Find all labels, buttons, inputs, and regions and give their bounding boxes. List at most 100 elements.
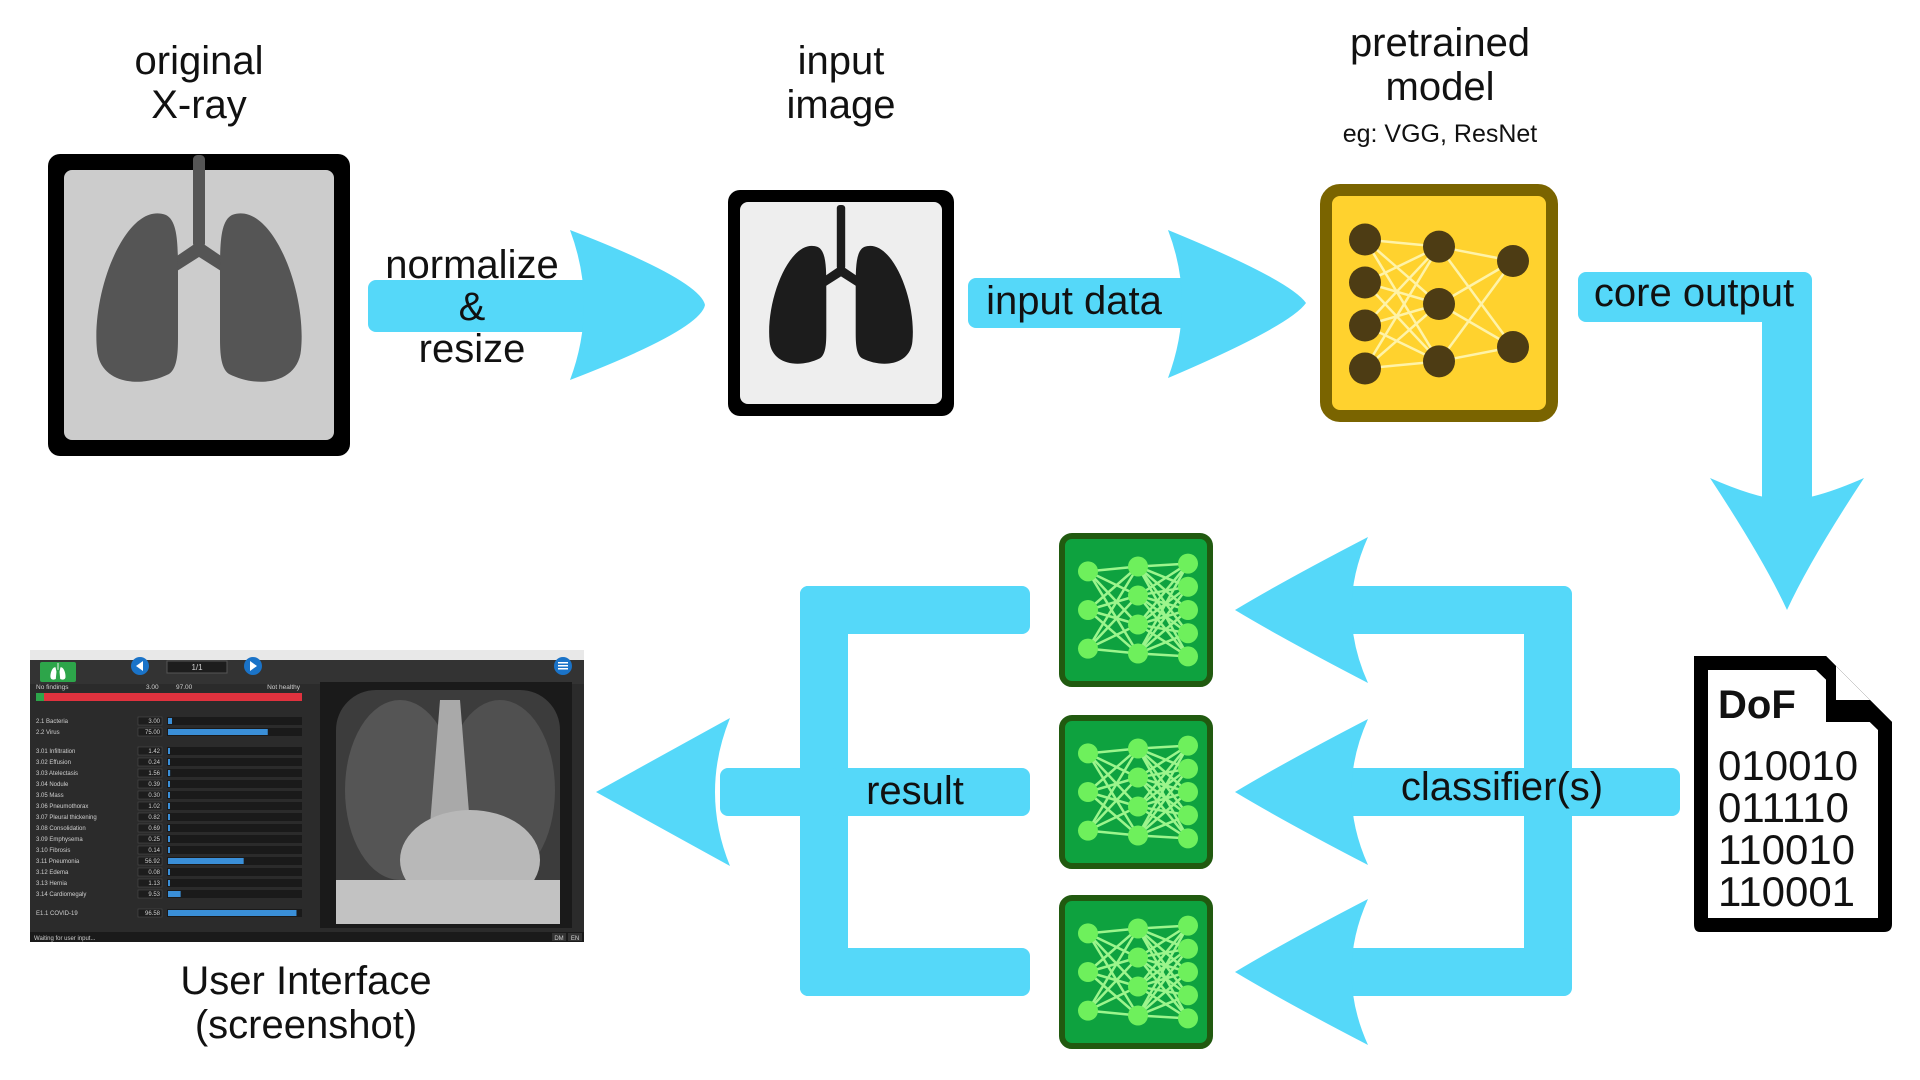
network-edge	[1137, 562, 1189, 626]
finding-bar	[168, 792, 170, 798]
network-node	[1349, 352, 1381, 385]
finding-bar	[168, 759, 170, 765]
network-edge	[1364, 245, 1440, 327]
classifiers-label: classifier(s)	[1401, 765, 1603, 809]
network-edge	[1087, 747, 1139, 793]
network-node	[1178, 600, 1198, 620]
network-edge	[1137, 776, 1189, 817]
network-edge	[1086, 570, 1140, 655]
network-node	[1078, 600, 1098, 620]
neural-network-icon	[1078, 553, 1198, 667]
dm-button-label: DM	[554, 936, 563, 942]
finding-label: 3.06 Pneumothorax	[36, 804, 88, 810]
network-edge	[1137, 956, 1189, 1020]
menu-button[interactable]	[554, 657, 572, 675]
finding-bar	[168, 836, 170, 842]
finding-value-box	[137, 768, 163, 778]
health-bar	[36, 693, 302, 701]
dm-button[interactable]	[552, 933, 566, 941]
network-edge	[1437, 260, 1515, 363]
lungs-icon	[50, 663, 66, 680]
network-node	[1128, 556, 1148, 577]
network-edge	[1087, 791, 1139, 837]
dof-line-4: 110001	[1718, 868, 1855, 915]
dof-title: DoF	[1718, 683, 1796, 727]
prev-button[interactable]	[131, 657, 149, 675]
finding-value-box	[137, 757, 163, 767]
core-output-arrow	[1578, 272, 1864, 610]
network-node	[1178, 758, 1198, 779]
network-edge	[1086, 932, 1140, 1017]
network-edge	[1137, 767, 1189, 808]
network-edge	[1137, 776, 1189, 840]
finding-label: 3.04 Nodule	[36, 782, 69, 788]
binary-file-icon	[1694, 656, 1892, 932]
finding-value-box	[137, 746, 163, 756]
finding-value: 0.30	[148, 793, 160, 799]
pretrained-example: eg: VGG, ResNet	[1343, 120, 1538, 148]
network-edge	[1086, 752, 1140, 837]
network-node	[1078, 782, 1098, 802]
finding-bar	[168, 858, 244, 864]
ui-left-header: No findings	[36, 684, 69, 691]
finding-bar-track	[167, 813, 302, 821]
finding-label: 2.1 Bacteria	[36, 719, 69, 725]
network-node	[1423, 230, 1455, 263]
result-label: result	[866, 769, 964, 813]
network-node	[1128, 614, 1148, 635]
finding-value: 1.02	[148, 804, 160, 810]
network-node	[1078, 923, 1098, 944]
lungs-button[interactable]	[40, 662, 76, 682]
finding-value: 1.42	[148, 749, 160, 755]
network-edge	[1086, 927, 1140, 1012]
normalize-label-line2: &	[459, 285, 486, 329]
finding-value-box	[137, 727, 163, 737]
classifier-2	[1059, 715, 1213, 869]
network-edge	[1087, 776, 1139, 832]
arrow-left-icon	[136, 661, 143, 671]
network-edge	[1087, 932, 1139, 988]
en-button[interactable]	[568, 933, 582, 941]
finding-value-box	[137, 908, 163, 918]
network-node	[1178, 782, 1198, 802]
network-node	[1178, 735, 1198, 756]
normalize-arrow	[368, 230, 705, 380]
network-node	[1423, 345, 1455, 378]
finding-row: 3.01 Infiltration 1.42	[36, 746, 302, 756]
ui-right-header: Not healthy	[267, 684, 301, 691]
core-output-label: core output	[1594, 271, 1794, 315]
arrows	[368, 230, 1864, 1045]
network-node	[1349, 223, 1381, 256]
original-label-line2: X-ray	[151, 83, 247, 127]
network-node	[1128, 825, 1148, 846]
network-edge	[1137, 565, 1189, 611]
finding-bar	[168, 814, 170, 820]
finding-value-box	[137, 834, 163, 844]
finding-value-box	[137, 856, 163, 866]
finding-value-box	[137, 812, 163, 822]
network-edge	[1087, 956, 1139, 1012]
network-node	[1128, 767, 1148, 788]
finding-bar	[168, 748, 170, 754]
finding-value: 0.69	[148, 826, 160, 832]
menu-icon	[558, 662, 568, 670]
finding-bar-track	[167, 758, 302, 766]
finding-label: 3.14 Cardiomegaly	[36, 892, 86, 898]
network-node	[1078, 638, 1098, 659]
finding-value-box	[137, 867, 163, 877]
next-button[interactable]	[244, 657, 262, 675]
finding-bar-track	[167, 802, 302, 810]
finding-label: 3.07 Pleural thickening	[36, 815, 97, 821]
finding-value: 0.08	[148, 870, 160, 876]
finding-bar-track	[167, 769, 302, 777]
network-edge	[1136, 744, 1190, 837]
finding-label: 3.01 Infiltration	[36, 749, 75, 755]
network-edge	[1087, 609, 1139, 655]
finding-bar	[168, 825, 170, 831]
